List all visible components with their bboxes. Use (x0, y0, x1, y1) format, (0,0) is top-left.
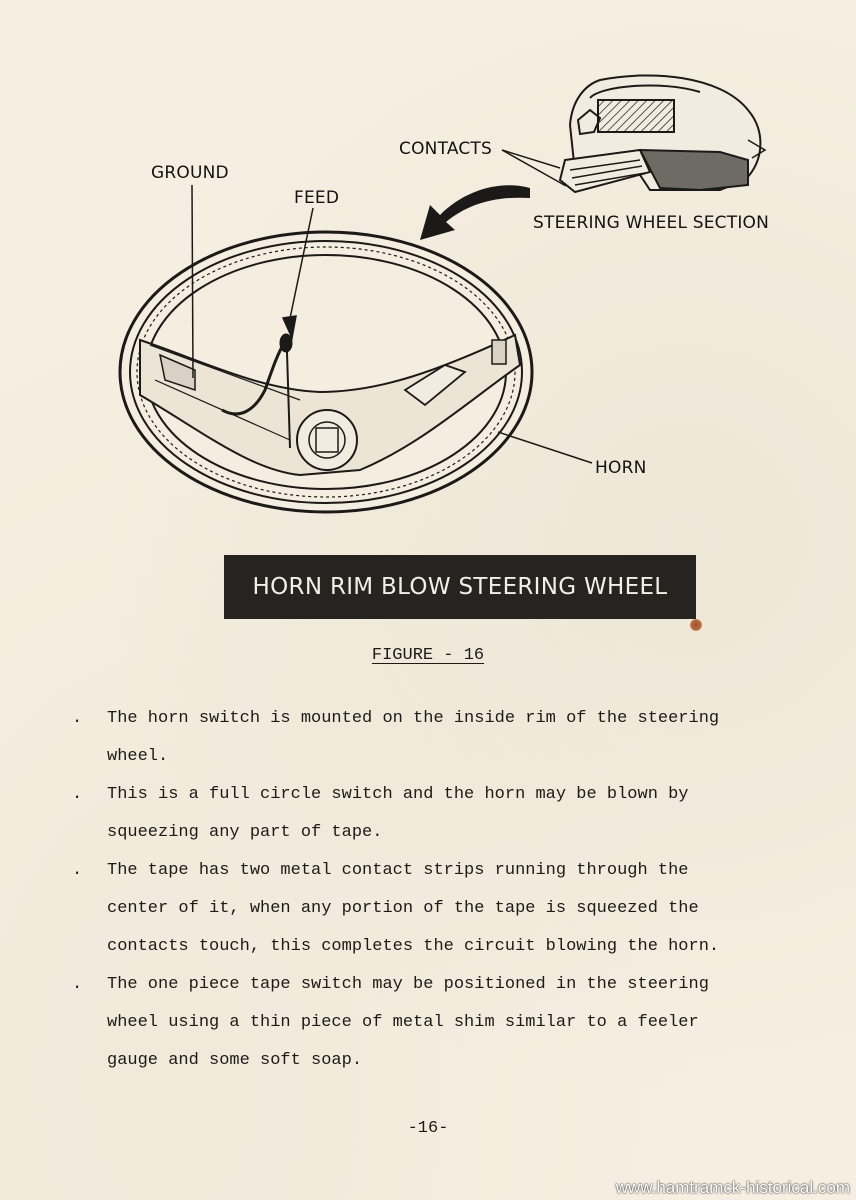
contacts-label: CONTACTS (399, 139, 493, 159)
text-line: gauge and some soft soap. (107, 1051, 363, 1070)
paragraph-1: . The horn switch is mounted on the insi… (72, 700, 802, 776)
steering-wheel-illustration (118, 74, 767, 514)
bullet: . (72, 861, 83, 880)
steering-wheel-drawing (118, 230, 534, 514)
ground-label: GROUND (151, 163, 229, 183)
text-line: wheel using a thin piece of metal shim s… (107, 1013, 699, 1032)
curved-arrow (420, 185, 530, 240)
paragraph-4: . The one piece tape switch may be posit… (72, 966, 802, 1080)
feed-label: FEED (294, 188, 340, 208)
text-line: contacts touch, this completes the circu… (107, 937, 720, 956)
steering-wheel-section-label: STEERING WHEEL SECTION (533, 213, 770, 233)
figure-caption-text: FIGURE - 16 (371, 646, 485, 665)
text-line: The horn switch is mounted on the inside… (107, 709, 720, 728)
figure-caption: FIGURE - 16 (0, 646, 856, 665)
bullet: . (72, 709, 83, 728)
label-leader-lines (191, 184, 593, 464)
watermark: www.hamtramck-historical.com (615, 1178, 850, 1197)
horn-label: HORN (595, 458, 647, 478)
bullet: . (72, 975, 83, 994)
text-line: This is a full circle switch and the hor… (107, 785, 689, 804)
bullet: . (72, 785, 83, 804)
contacts-leader-lines (501, 149, 567, 187)
figure-title-banner: HORN RIM BLOW STEERING WHEEL (224, 555, 696, 619)
text-line: squeezing any part of tape. (107, 823, 383, 842)
paragraph-2: . This is a full circle switch and the h… (72, 776, 802, 852)
body-text: . The horn switch is mounted on the insi… (72, 700, 802, 1080)
text-line: The one piece tape switch may be positio… (107, 975, 709, 994)
text-line: center of it, when any portion of the ta… (107, 899, 699, 918)
text-line: wheel. (107, 747, 169, 766)
paper-stain (690, 619, 702, 631)
page-number: -16- (407, 1119, 449, 1138)
paragraph-3: . The tape has two metal contact strips … (72, 852, 802, 966)
text-line: The tape has two metal contact strips ru… (107, 861, 689, 880)
steering-wheel-section-drawing (558, 74, 767, 194)
